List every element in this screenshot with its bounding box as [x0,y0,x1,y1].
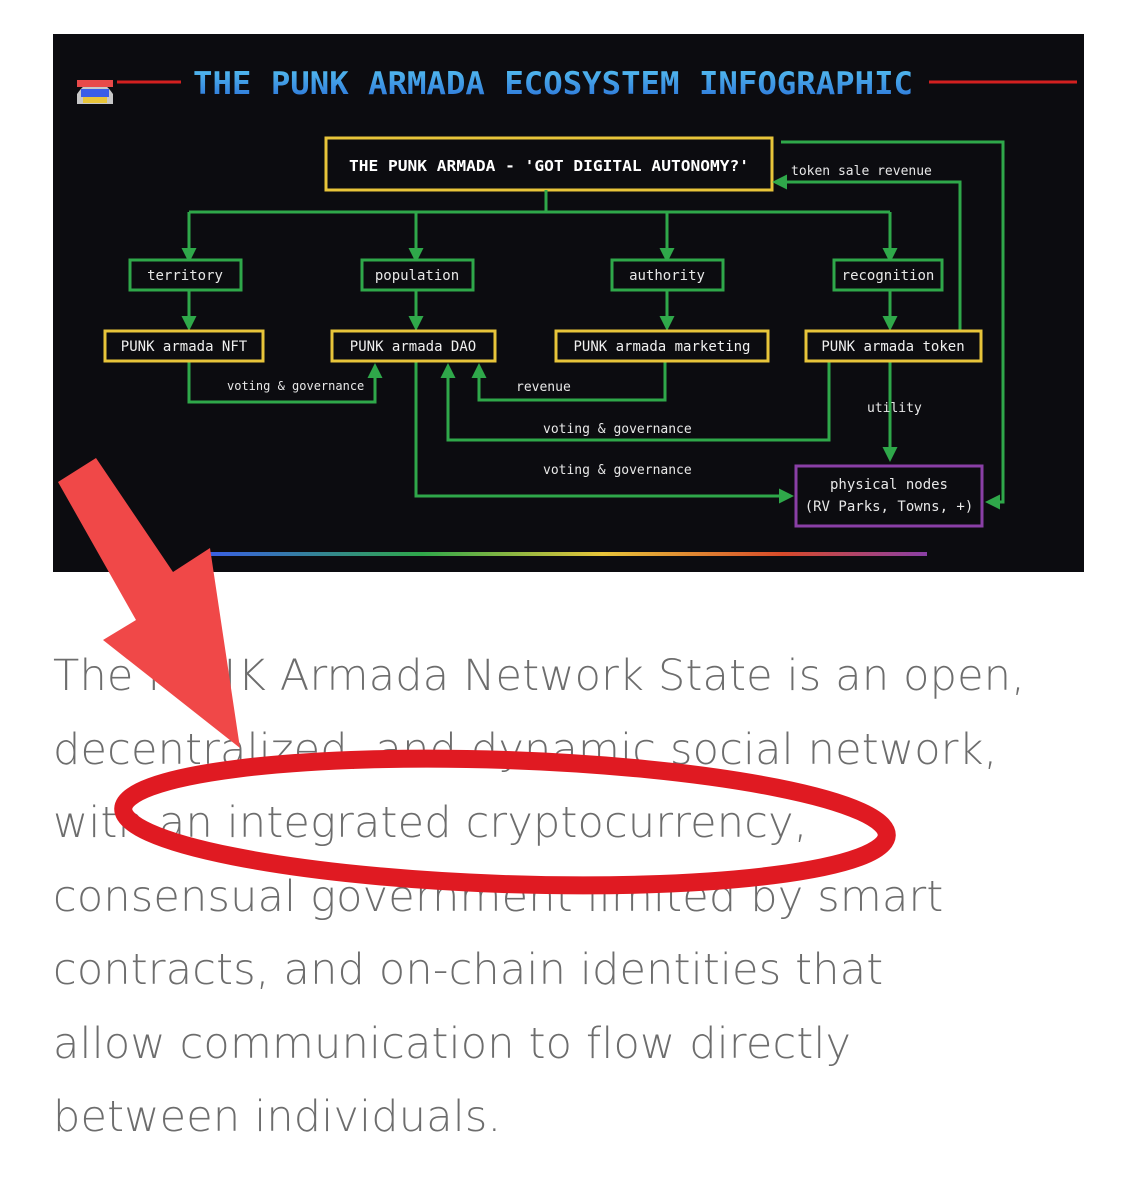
article-line: with an integrated cryptocurrency, [53,798,808,848]
label-utility: utility [867,401,922,416]
article-line: consensual government limited by smart [53,871,944,922]
article-line: allow communication to flow directly [53,1018,852,1069]
root-label: THE PUNK ARMADA - 'GOT DIGITAL AUTONOMY?… [349,157,749,175]
article-line: contracts, and on-chain identities that [53,945,884,995]
rainbow-divider [205,552,927,556]
article-line: decentralized, and dynamic social networ… [53,724,998,775]
component-dao: PUNK armada DAO [350,339,476,355]
label-nft-voting: voting & governance [227,379,364,393]
infographic-image: THE PUNK ARMADA ECOSYSTEM INFOGRAPHIC TH… [53,34,1084,572]
component-boxes [103,329,983,363]
component-token: PUNK armada token [821,339,964,355]
label-token-sale-revenue: token sale revenue [791,164,932,179]
label-token-voting: voting & governance [543,422,692,437]
pillar-territory: territory [147,268,223,284]
article-line: between individuals. [53,1092,502,1142]
pillar-recognition: recognition [842,268,935,284]
pillar-authority: authority [629,268,705,284]
physical-nodes-line2: (RV Parks, Towns, +) [805,499,974,515]
punk-helmet-icon [77,80,113,104]
label-dao-voting: voting & governance [543,463,692,478]
infographic-title: THE PUNK ARMADA ECOSYSTEM INFOGRAPHIC [193,66,913,102]
root-box [324,136,774,192]
physical-nodes-box [794,464,984,528]
article-paragraph: The PUNK Armada Network State is an open… [53,640,1093,1155]
article-line: The PUNK Armada Network State is an open… [53,651,1026,701]
physical-nodes-line1: physical nodes [830,477,948,493]
component-nft: PUNK armada NFT [121,339,248,355]
infographic-diagram: THE PUNK ARMADA ECOSYSTEM INFOGRAPHIC TH… [77,66,1077,556]
component-marketing: PUNK armada marketing [573,339,750,355]
label-revenue: revenue [516,380,571,395]
pillar-boxes [128,258,944,292]
pillar-population: population [375,268,459,284]
